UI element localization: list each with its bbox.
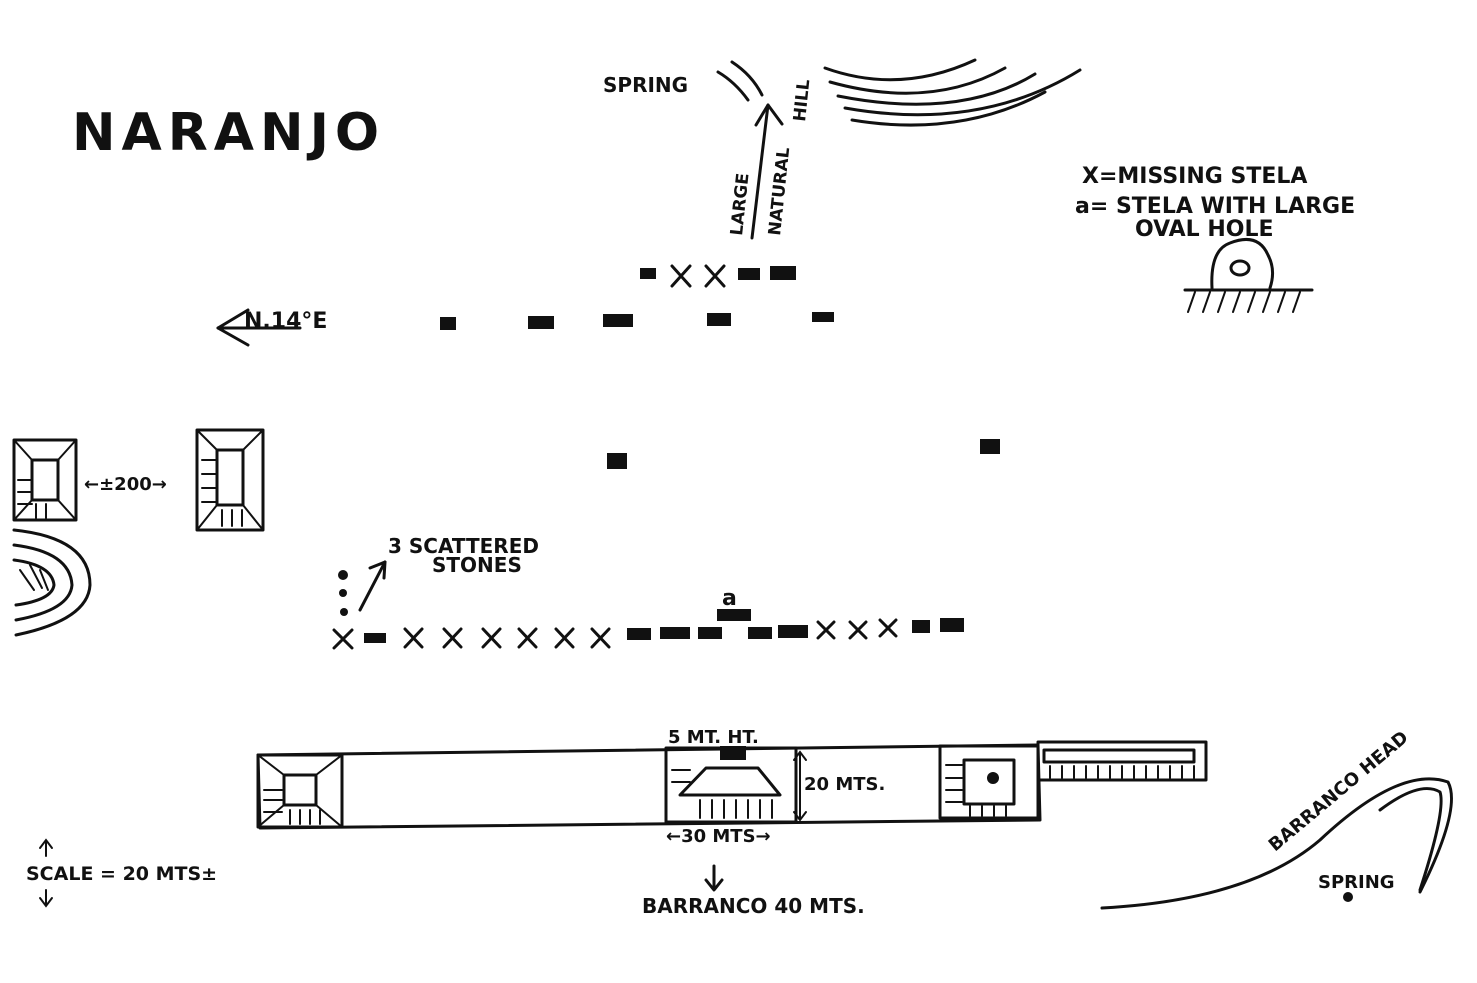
long-structure [256,743,1042,830]
barranco-label: BARRANCO 40 MTS. [642,894,865,918]
spring-top-icon [716,60,764,102]
legend-stela-hole-2: OVAL HOLE [1135,217,1274,242]
stela-hole-icon [1183,238,1314,313]
height-label: 5 MT. HT. [668,727,759,748]
hill-label-natural: NATURAL [765,146,794,236]
map-title: NARANJO [72,103,385,163]
round-structure-left [12,528,92,637]
scattered-label-2: STONES [432,553,522,577]
spring-top-label: SPRING [603,73,688,97]
stela-isolated [607,439,1000,469]
hill-label-large: LARGE [727,172,753,236]
barranco-head-curve [1100,777,1453,910]
length-label: ←30 MTS→ [666,826,771,847]
legend-missing-stela: X=MISSING STELA [1082,164,1307,189]
hill-label-hill: HILL [790,78,814,122]
width-dimension-icon [793,750,807,822]
north-label: N.14°E [244,309,327,334]
north-arrow-icon [216,308,302,347]
pyramid-right [938,744,1040,820]
spring-bottom-icon [1343,892,1353,902]
stela-row-lower [332,609,964,650]
pyramid-center [664,746,798,824]
barranco-arrow-icon [704,864,724,892]
scattered-stones [338,560,387,616]
scale-label: SCALE = 20 MTS± [26,863,217,885]
scale-arrows-icon [39,838,53,908]
hill-contour-lines [823,58,1082,127]
pyramid-left-2 [195,428,265,532]
distance-label: ←±200→ [84,474,167,495]
spring-bottom-label: SPRING [1318,872,1395,893]
stela-a-marker: a [722,586,737,611]
width-label: 20 MTS. [804,774,885,795]
barranco-head-label: BARRANCO HEAD [1265,727,1413,856]
legend-stela-hole: a= STELA WITH LARGE [1075,194,1355,219]
causeway-right [1036,740,1208,782]
stela-row-upper [440,264,834,330]
pyramid-left-1 [12,438,78,522]
hill-arrow-icon [750,103,784,240]
scattered-label-1: 3 SCATTERED [388,534,539,558]
